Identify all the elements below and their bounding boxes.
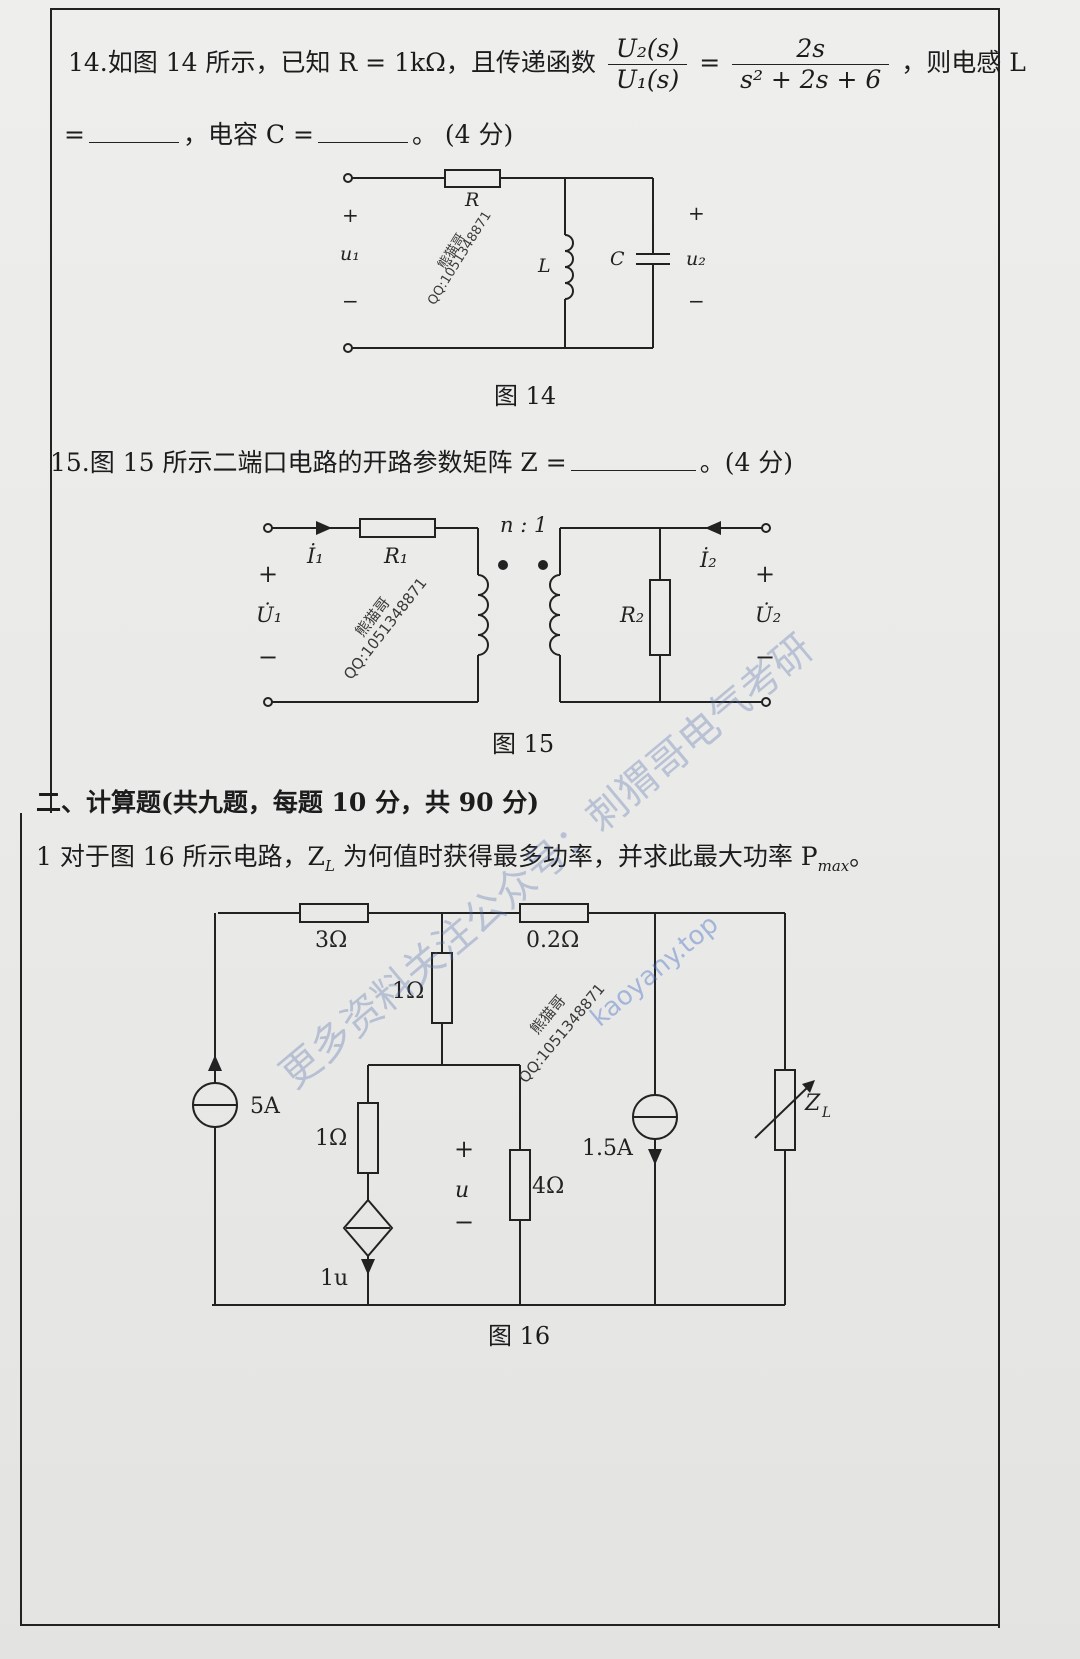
f15-dot-secondary [538, 560, 548, 570]
f14-label-c: C [610, 248, 625, 270]
f15-arrow-i1 [316, 521, 332, 535]
section2-q1: 1 对于图 16 所示电路，ZL 为何值时获得最多功率，并求此最大功率 Pmax… [36, 842, 874, 875]
f16-label-1.5a: 1.5A [582, 1136, 634, 1161]
section2-heading: 二、计算题(共九题，每题 10 分，共 90 分) [36, 788, 540, 817]
q14-blank-c[interactable] [317, 122, 408, 143]
f16-label-1u: 1u [320, 1266, 348, 1291]
q14-fraction-left: U₂(s) U₁(s) [607, 34, 688, 95]
f16-resistor-3ohm [299, 903, 369, 923]
f16-variable-arrow [754, 1084, 811, 1139]
f14-terminal-top [343, 173, 353, 183]
q14-frac-num: U₂(s) [607, 34, 688, 65]
figure-15: İ₁ İ₂ R₁ R₂ U̇₁ U̇₂ n : 1 + − + − [256, 513, 781, 707]
f16-label-u: u [455, 1178, 469, 1203]
f14-plus-right: + [688, 201, 705, 225]
q14-cap-label: ，电容 C = [182, 120, 314, 149]
figure-14: R L C u₁ u₂ + − + − [340, 169, 706, 353]
q14-fraction-right: 2s s² + 2s + 6 [732, 34, 890, 95]
f15-port1-bottom [263, 697, 273, 707]
f15-minus-left: − [258, 643, 278, 671]
f15-label-i2: İ₂ [699, 548, 717, 572]
f15-port2-top [761, 523, 771, 533]
f16-label-zl: Z [804, 1091, 821, 1116]
q15-blank-z[interactable] [570, 450, 696, 471]
figure-16: 3Ω 0.2Ω 1Ω 1Ω 4Ω 5A 1.5A 1u u Z L + − [192, 903, 830, 1306]
f14-label-l: L [537, 255, 551, 277]
q14-blank-l[interactable] [88, 122, 179, 143]
f15-resistor-r2 [649, 579, 671, 656]
q14-frac-eq: = [699, 48, 721, 77]
f15-plus-left: + [258, 560, 278, 588]
f16-label-1ohm-top: 1Ω [392, 979, 424, 1004]
f14-plus-left: + [342, 203, 359, 227]
f15-dot-primary [498, 560, 508, 570]
q1-text-c: 。 [849, 842, 875, 871]
q14-line1: 14.如图 14 所示，已知 R = 1kΩ，且传递函数 U₂(s) U₁(s)… [68, 34, 1026, 95]
f14-label-u1: u₁ [340, 243, 360, 265]
f16-plus-u: + [454, 1135, 474, 1163]
f14-terminal-bottom [343, 343, 353, 353]
q1-sub-max: max [817, 857, 850, 875]
q1-text-a: 1 对于图 16 所示电路，Z [36, 842, 325, 871]
q14-points: 。 (4 分) [411, 120, 514, 149]
f15-arrow-i2 [705, 521, 721, 535]
f16-label-zl-sub: L [821, 1105, 830, 1121]
q14-text-start: 14.如图 14 所示，已知 R = 1kΩ，且传递函数 [68, 48, 596, 77]
f15-label-i1: İ₁ [306, 544, 324, 568]
f15-label-r1: R₁ [383, 544, 408, 568]
q14-frac2-num: 2s [732, 34, 890, 65]
f16-label-0.2ohm: 0.2Ω [526, 928, 579, 953]
frame-right [998, 8, 1000, 1628]
frame-bottom [20, 1624, 1000, 1626]
f16-label-4ohm: 4Ω [532, 1174, 564, 1199]
f16-resistor-1ohm-left [357, 1102, 379, 1174]
fig14-caption: 图 14 [494, 382, 557, 410]
f16-label-5a: 5A [250, 1094, 281, 1119]
f16-minus-u: − [454, 1208, 474, 1236]
frame-top [50, 8, 1000, 10]
f16-arrow-5a [208, 1055, 222, 1071]
f14-label-r: R [464, 189, 479, 211]
f16-arrow-1u [361, 1259, 375, 1275]
f15-label-u1: U̇₁ [256, 603, 282, 627]
f15-minus-right: − [755, 643, 775, 671]
q15-line: 15.图 15 所示二端口电路的开路参数矩阵 Z = 。(4 分) [50, 448, 793, 478]
f15-port1-top [263, 523, 273, 533]
f15-label-r2: R₂ [619, 603, 644, 627]
q14-eq: = [64, 120, 85, 149]
f16-label-1ohm-left: 1Ω [315, 1126, 347, 1151]
q14-frac2-den: s² + 2s + 6 [740, 65, 882, 94]
f14-minus-right: − [688, 289, 705, 313]
q15-text: 15.图 15 所示二端口电路的开路参数矩阵 Z = [50, 448, 567, 477]
q1-sub-l: L [324, 857, 335, 875]
q14-text-end: ，则电感 L [901, 48, 1026, 77]
f16-label-3ohm: 3Ω [315, 928, 347, 953]
q14-line2: = ，电容 C = 。 (4 分) [64, 120, 513, 150]
f15-label-ratio: n : 1 [500, 513, 547, 537]
f16-resistor-4ohm [509, 1149, 531, 1221]
frame-left [50, 8, 52, 813]
q15-points: 。(4 分) [699, 448, 794, 477]
f14-minus-left: − [342, 289, 359, 313]
q14-frac-den: U₁(s) [615, 65, 680, 94]
q1-text-b: 为何值时获得最多功率，并求此最大功率 P [334, 842, 818, 871]
f15-label-u2: U̇₂ [755, 603, 781, 627]
fig15-caption: 图 15 [492, 730, 555, 758]
f16-arrow-1.5a [648, 1149, 662, 1165]
f16-arrowhead-zl [802, 1080, 815, 1093]
fig16-caption: 图 16 [488, 1322, 551, 1350]
f15-plus-right: + [755, 560, 775, 588]
f14-inductor-l [564, 234, 574, 300]
f14-label-u2: u₂ [686, 248, 706, 270]
f15-resistor-r1 [359, 518, 436, 538]
f15-port2-bottom [761, 697, 771, 707]
f14-resistor-r [444, 169, 501, 188]
f15-secondary-coil [549, 574, 561, 656]
frame-left-lower [20, 813, 22, 1625]
f15-primary-coil [477, 574, 489, 656]
